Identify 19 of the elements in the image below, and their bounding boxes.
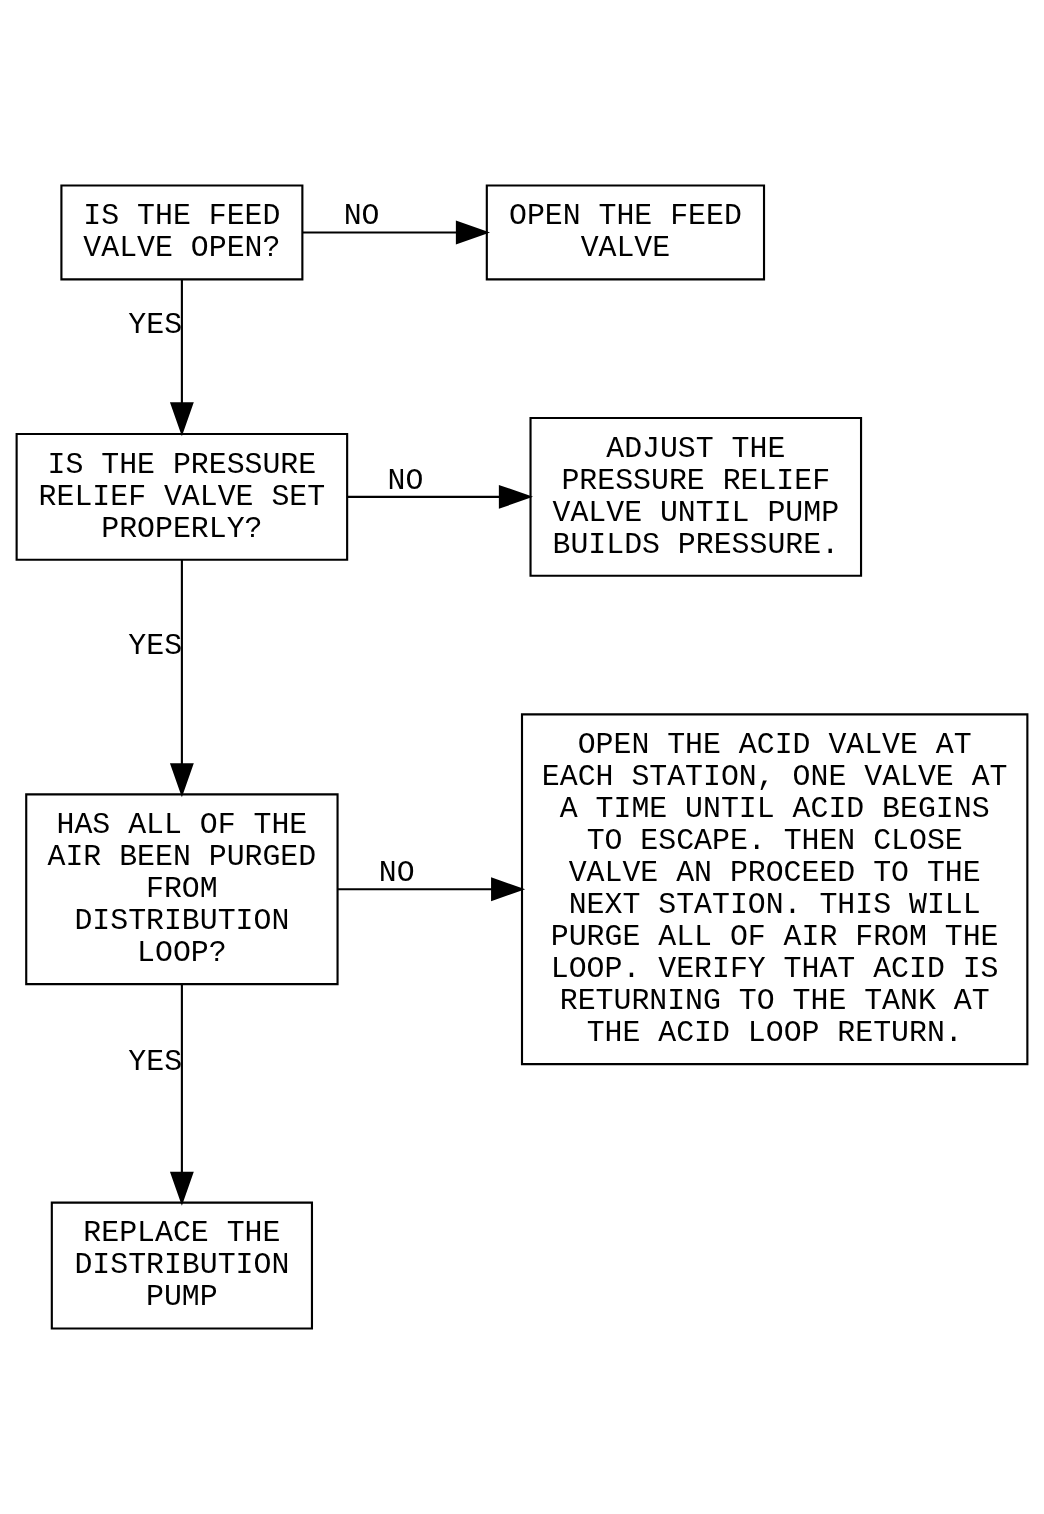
node-box: OPEN THE FEED VALVE [485, 184, 766, 281]
node-box: REPLACE THE DISTRIBUTION PUMP [50, 1201, 314, 1330]
node-box: IS THE PRESSURE RELIEF VALVE SET PROPERLY? [15, 432, 349, 561]
edge-label: YES [128, 628, 183, 663]
node-box: ADJUST THE PRESSURE RELIEF VALVE UNTIL PUMP BUILDS PRESSURE. [529, 416, 863, 577]
edge-label: NO [387, 463, 424, 498]
node-box: IS THE FEED VALVE OPEN? [60, 184, 304, 281]
edge-label: NO [343, 199, 380, 234]
arrow [337, 877, 526, 902]
arrow [169, 984, 194, 1206]
node-box: HAS ALL OF THE AIR BEEN PURGED FROM DISTRIBUTION LOOP? [25, 793, 339, 986]
arrow [169, 559, 194, 798]
node-box: OPEN THE ACID VALVE AT EACH STATION, ONE VALVE AT A TIME UNTIL ACID BEGINS TO ESCAPE. THEN CLOSE VALVE AN PROCEED TO THE NEXT STATION. THIS WILL PURGE ALL OF AIR FROM THE LOOP. VERIFY THAT ACID IS RETURNING TO THE TANK AT THE ACID LOOP RETURN. [520, 713, 1029, 1066]
edge-label: YES [128, 1045, 183, 1080]
arrow [347, 484, 533, 509]
edge-label: NO [378, 856, 415, 891]
edge-label: YES [128, 308, 183, 343]
arrow [169, 279, 194, 437]
arrow [302, 220, 490, 245]
